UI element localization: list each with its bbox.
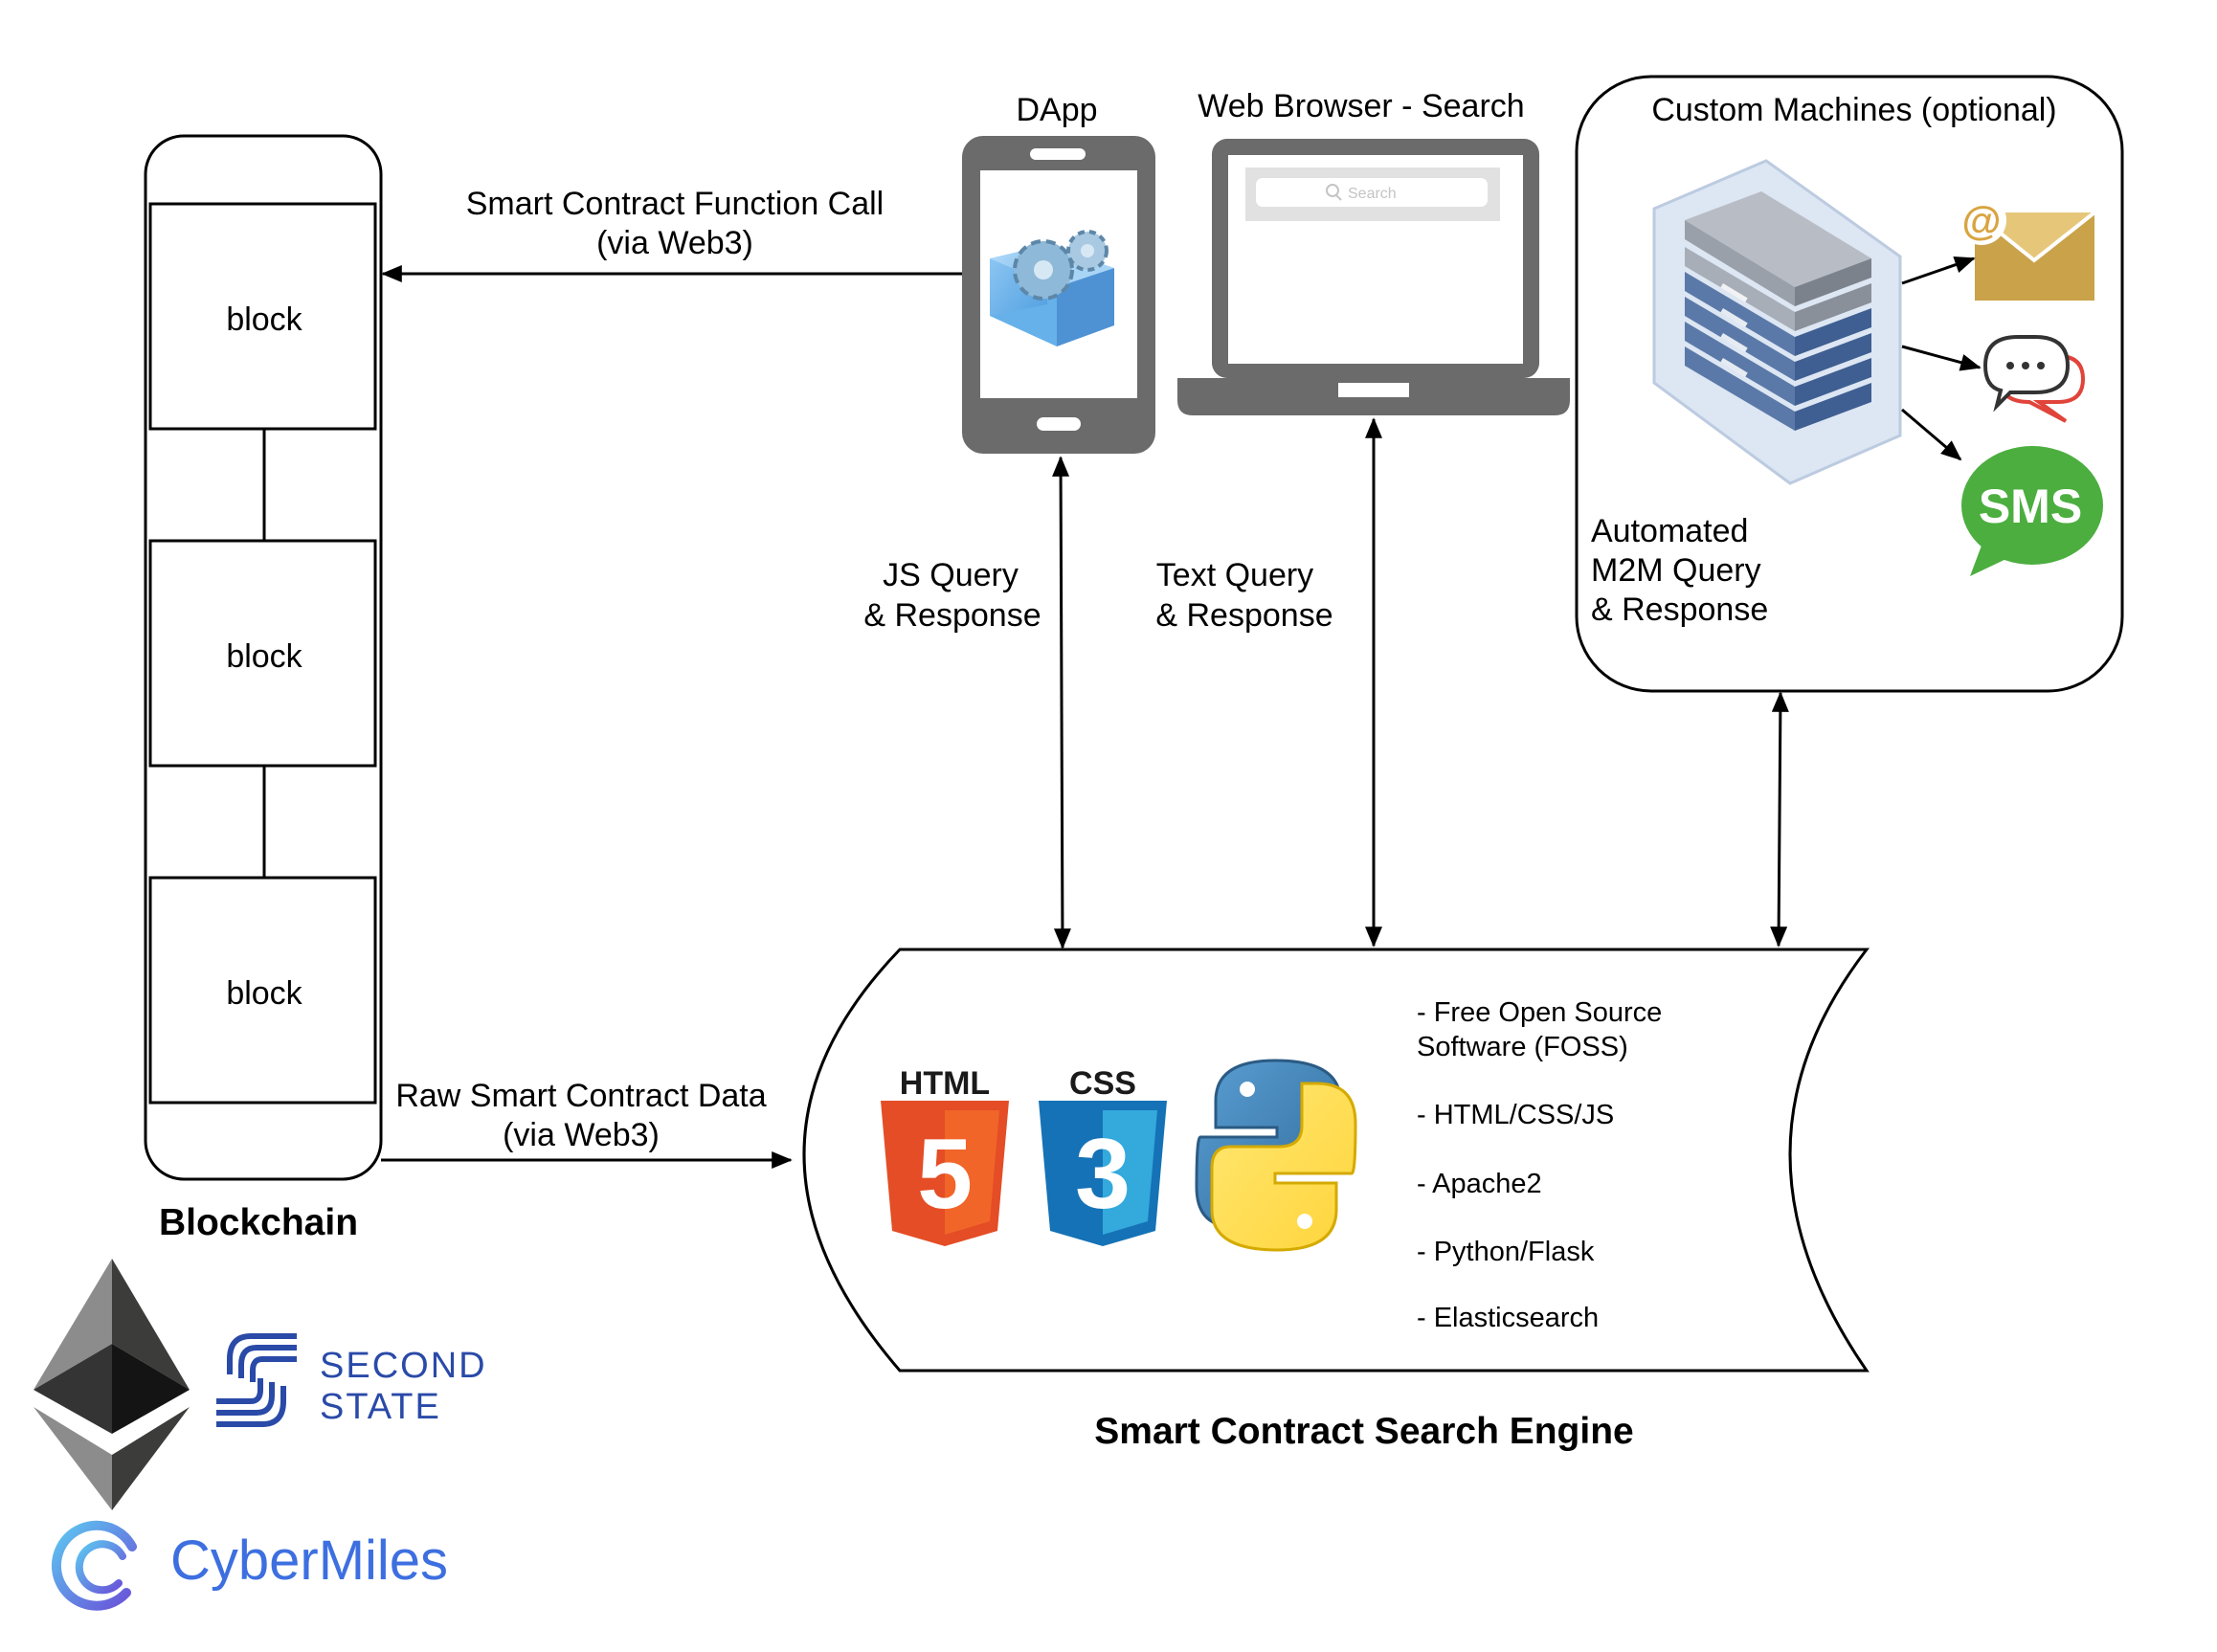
second-state-word-1: SECOND <box>320 1346 487 1386</box>
search-input[interactable] <box>1256 178 1488 207</box>
custom-machines-panel: Custom Machines (optional) <box>1575 75 2124 693</box>
python-logo <box>1195 1059 1357 1252</box>
block-1-label: block <box>226 301 302 338</box>
css3-logo: CSS 3 <box>1039 1065 1167 1246</box>
feature-2: - HTML/CSS/JS <box>1417 1100 1614 1130</box>
block-3 <box>148 876 377 1105</box>
text-query-label-2: & Response <box>1155 597 1332 634</box>
function-call-label-2: (via Web3) <box>596 225 753 261</box>
raw-data-label-1: Raw Smart Contract Data <box>395 1078 766 1114</box>
svg-text:@: @ <box>1962 198 2002 243</box>
css3-logo-word: CSS <box>1069 1065 1136 1102</box>
web-browser-device: Web Browser - Search Search <box>1177 88 1570 415</box>
m2m-label-line-1: Automated <box>1591 513 1748 549</box>
gears-cube-icon <box>990 230 1114 346</box>
dapp-device: DApp <box>962 92 1155 454</box>
text-query-label-1: Text Query <box>1156 557 1313 593</box>
block-1 <box>148 202 377 431</box>
arrow-to-sms <box>1901 408 1962 461</box>
feature-3: - Apache2 <box>1417 1169 1542 1199</box>
cybermiles-word: CyberMiles <box>170 1529 448 1592</box>
js-query-label-2: & Response <box>863 597 1041 634</box>
search-placeholder: Search <box>1348 186 1397 202</box>
html5-logo: HTML 5 <box>881 1065 1009 1246</box>
html5-logo-word: HTML <box>900 1065 990 1102</box>
second-state-mark <box>216 1333 297 1427</box>
arrow-to-email <box>1901 256 1976 285</box>
raw-data-label-2: (via Web3) <box>503 1117 660 1153</box>
block-3-label: block <box>226 975 302 1012</box>
search-engine-title: Smart Contract Search Engine <box>1094 1411 1633 1452</box>
function-call-label-1: Smart Contract Function Call <box>466 186 885 222</box>
sms-bubble-icon: SMS <box>1961 446 2103 576</box>
browser-title: Web Browser - Search <box>1198 88 1524 124</box>
blockchain-title: Blockchain <box>159 1202 358 1243</box>
block-2-label: block <box>226 638 302 675</box>
sms-label: SMS <box>1979 480 2082 533</box>
m2m-label-line-3: & Response <box>1591 592 1768 628</box>
custom-machines-title: Custom Machines (optional) <box>1651 92 2056 128</box>
blockchain-column: block block block Blockchain <box>144 134 383 1243</box>
email-icon: @ <box>1957 195 2096 301</box>
js-query-arrow <box>1052 456 1071 949</box>
ethereum-logo <box>34 1259 190 1510</box>
js-query-label-1: JS Query <box>883 557 1019 593</box>
feature-4: - Python/Flask <box>1417 1237 1595 1267</box>
feature-1-cont: Software (FOSS) <box>1417 1032 1628 1062</box>
html5-logo-digit: 5 <box>917 1119 973 1230</box>
server-rack-icon <box>1652 159 1902 485</box>
search-engine: HTML 5 CSS 3 - Free Open Source Software… <box>802 948 1870 1452</box>
dapp-title: DApp <box>1016 92 1097 128</box>
second-state-logo: SECOND STATE <box>216 1333 487 1427</box>
m2m-label-line-2: M2M Query <box>1591 552 1761 589</box>
phone-speaker <box>1030 148 1086 160</box>
arrow-to-chat <box>1901 345 1982 371</box>
search-icon <box>1326 184 1342 201</box>
m2m-query-arrow <box>1770 691 1789 948</box>
phone-home-button <box>1037 417 1081 431</box>
cybermiles-mark <box>51 1520 137 1611</box>
feature-1: - Free Open Source <box>1417 997 1662 1028</box>
feature-5: - Elasticsearch <box>1417 1303 1599 1333</box>
cybermiles-logo: CyberMiles <box>51 1520 448 1611</box>
connectors: Smart Contract Function Call (via Web3) … <box>381 186 1789 1169</box>
css3-logo-digit: 3 <box>1075 1119 1131 1230</box>
laptop-trackpad <box>1338 383 1409 397</box>
second-state-word-2: STATE <box>320 1387 441 1427</box>
chat-bubbles-icon <box>1982 335 2086 423</box>
